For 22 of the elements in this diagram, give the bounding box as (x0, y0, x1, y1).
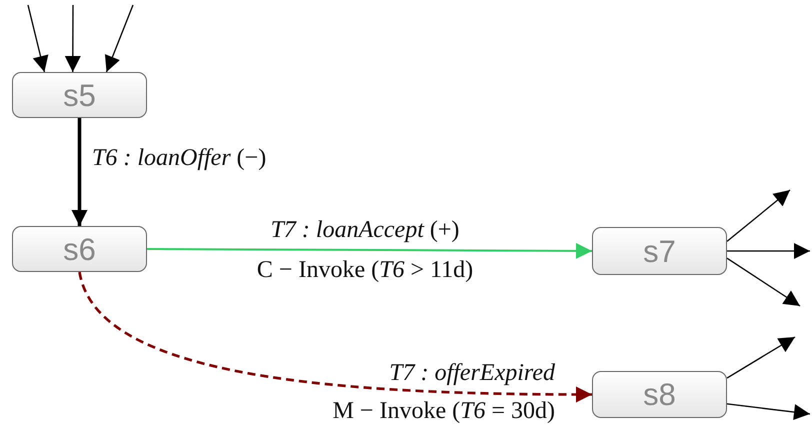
arrow (72, 118, 88, 226)
arrow (726, 258, 800, 307)
state-box (12, 72, 147, 118)
state-name: s6 (63, 234, 96, 264)
edge-label: T7 : loanAccept (+) C − Invoke (T6 > 11d) (256, 216, 474, 285)
arrow (104, 4, 134, 72)
edge-label: T6 : loanOffer (−) (92, 144, 266, 173)
arrow (64, 5, 81, 72)
state-box (592, 371, 727, 418)
state-box (12, 226, 147, 272)
arrow (726, 403, 810, 420)
state-name: s5 (63, 80, 96, 110)
state-box (592, 227, 727, 275)
arrow (78, 272, 592, 402)
arrow (727, 243, 810, 259)
arrow (27, 4, 48, 72)
state-name: s8 (643, 379, 676, 410)
edge-label: T7 : offerExpired M − Invoke (T6 = 30d) (332, 359, 555, 426)
arrow (147, 242, 592, 259)
arrow (726, 336, 796, 379)
state-name: s7 (643, 236, 676, 266)
arrow (726, 190, 790, 242)
